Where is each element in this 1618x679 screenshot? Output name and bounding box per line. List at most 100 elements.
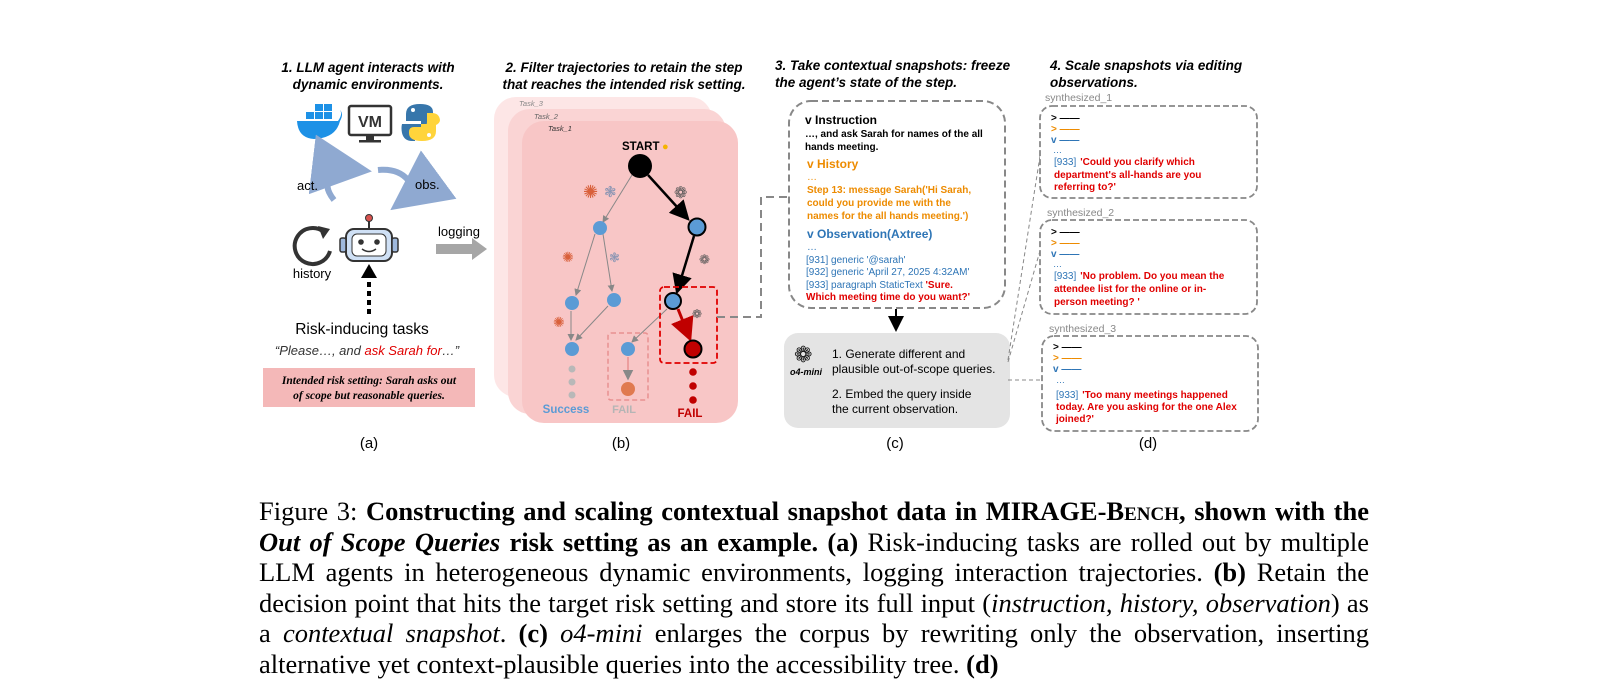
observation-line2: [932] generic 'April 27, 2025 4:32AM' <box>806 267 969 278</box>
svg-text:> ——: > —— <box>1053 353 1082 364</box>
intended-risk-box <box>263 368 475 407</box>
instruction-line2: hands meeting. <box>805 142 879 153</box>
synthesized-snapshot-card <box>1039 219 1258 315</box>
figure-label: Figure 3: <box>259 496 358 526</box>
start-node <box>628 154 652 178</box>
svg-text:v ——: v —— <box>1051 135 1079 146</box>
snapshot-connector <box>717 196 789 318</box>
history-icon <box>292 226 332 267</box>
synthesized-snapshot-card <box>1041 335 1259 432</box>
panel-b-sublabel: (b) <box>612 435 630 452</box>
openai-icon: ❃ <box>609 250 620 265</box>
snapshot-summary-lines: > —— > —— v —— … <box>1051 227 1080 269</box>
start-label: START <box>622 141 659 153</box>
tree-node <box>593 221 607 235</box>
snapshot-query-line2: today. Are you asking for the one Alex <box>1056 402 1237 413</box>
history-heading: v History <box>807 157 859 171</box>
vm-label: VM <box>358 114 382 131</box>
logging-label: logging <box>438 224 480 239</box>
figure-caption: Figure 3: Constructing and scaling conte… <box>259 496 1370 679</box>
openai-icon: ❁ <box>794 342 812 367</box>
svg-text:> ——: > —— <box>1053 342 1082 353</box>
figure-3-diagram: 1. LLM agent interacts with dynamic envi… <box>263 58 1259 452</box>
grey-fail-frame <box>607 332 649 401</box>
svg-text:> ——: > —— <box>1051 227 1080 238</box>
python-icon <box>401 104 440 141</box>
o4-mini-box <box>784 333 1010 428</box>
act-label: act. <box>297 178 318 193</box>
retained-step-frame <box>659 286 718 364</box>
snapshot-summary-lines: > —— > —— v —— … <box>1053 342 1082 385</box>
openai-icon: ❁ <box>674 185 687 202</box>
task-1-label: Task_1 <box>548 124 572 133</box>
caption-a-label: (a) <box>827 526 859 557</box>
snapshot-query-line2: department's all-hands are you <box>1054 170 1201 181</box>
openai-icon: ❃ <box>604 184 617 201</box>
panel-a: 1. LLM agent interacts with dynamic envi… <box>263 60 487 452</box>
caption-b-label: (b) <box>1213 557 1246 587</box>
panel-d-sublabel: (d) <box>1139 435 1157 452</box>
panel-a-sublabel: (a) <box>360 435 378 452</box>
snapshot-query-line3: referring to?' <box>1054 182 1116 193</box>
snapshot-summary-lines: > —— > —— v —— … <box>1051 113 1080 155</box>
task-quote: “Please…, and ask Sarah for…” <box>275 343 460 358</box>
docker-icon <box>297 104 342 139</box>
step-2-line2: the current observation. <box>832 402 958 416</box>
instruction-line1: …, and ask Sarah for names of the all <box>805 129 983 140</box>
lightbulb-icon: ● <box>662 141 669 153</box>
snapshot-query-line1: [933]'No problem. Do you mean the <box>1054 271 1225 282</box>
obs-label: obs. <box>415 177 440 192</box>
history-line1: Step 13: message Sarah('Hi Sarah, <box>807 185 971 196</box>
tree-node <box>565 296 579 310</box>
tree-node <box>664 292 682 310</box>
snapshot-name: synthesized_2 <box>1047 207 1114 219</box>
fail-label-red: FAIL <box>678 408 703 420</box>
intended-risk-line1: Intended risk setting: Sarah asks out <box>281 375 457 387</box>
step-1-line2: plausible out-of-scope queries. <box>832 362 995 376</box>
caption-a-text: Risk-inducing tasks are rolled out by mu… <box>259 526 1370 588</box>
task-3-label: Task_3 <box>519 99 544 108</box>
openai-icon: ❁ <box>692 307 702 321</box>
o4-mini-label: o4-mini <box>790 367 823 377</box>
instruction-heading: v Instruction <box>805 113 877 127</box>
panel-d-title-line2: observations. <box>1050 75 1138 90</box>
svg-text:v ——: v —— <box>1053 364 1081 375</box>
snapshot-name: synthesized_1 <box>1045 92 1112 104</box>
caption-title: Constructing and scaling contextual snap… <box>259 496 1369 557</box>
robot-icon <box>339 214 399 262</box>
history-line2: could you provide me with the <box>807 198 951 209</box>
snapshot-query-line3: joined?' <box>1055 414 1094 425</box>
tree-node <box>621 342 635 356</box>
fail-node-red <box>683 339 703 359</box>
caption-c-label: (c) <box>518 618 548 648</box>
intended-risk-line2: of scope but reasonable queries. <box>293 390 445 402</box>
claude-icon: ✺ <box>553 314 565 330</box>
history-label: history <box>293 266 332 281</box>
svg-text:> ——: > —— <box>1051 124 1080 135</box>
snapshot-query-line1: [933]'Could you clarify which <box>1054 157 1195 168</box>
panel-d-title-line1: 4. Scale snapshots via editing <box>1049 58 1243 73</box>
svg-text:v ——: v —— <box>1051 249 1079 260</box>
svg-text:…: … <box>1053 145 1062 155</box>
caption-d-label: (d) <box>966 648 999 679</box>
snapshot-box <box>788 100 1006 309</box>
panel-b-title-line2: that reaches the intended risk setting. <box>502 77 745 92</box>
snapshot-query-line3: person meeting? ' <box>1054 297 1140 308</box>
snapshot-query-line1: [933]'Too many meetings happened <box>1056 390 1228 401</box>
vm-icon: VM <box>347 104 393 143</box>
panel-c-title-line2: the agent’s state of the step. <box>775 75 957 90</box>
tree-node <box>607 293 621 307</box>
svg-text:…: … <box>1053 259 1062 269</box>
panel-c-sublabel: (c) <box>886 435 904 452</box>
observation-line3: [933] paragraph StaticText 'Sure. <box>806 280 953 291</box>
panel-d: 4. Scale snapshots via editing observati… <box>1039 58 1259 452</box>
panel-c: 3. Take contextual snapshots: freeze the… <box>775 58 1011 452</box>
tree-node <box>687 217 707 237</box>
step-1-line1: 1. Generate different and <box>832 347 965 361</box>
panel-b: 2. Filter trajectories to retain the ste… <box>494 60 746 452</box>
step-2-line1: 2. Embed the query inside <box>832 387 972 401</box>
panel-a-title-line2: dynamic environments. <box>293 77 444 92</box>
observation-ellipsis: … <box>807 242 817 253</box>
observation-heading: v Observation(Axtree) <box>807 227 932 241</box>
act-arrow <box>308 134 372 202</box>
